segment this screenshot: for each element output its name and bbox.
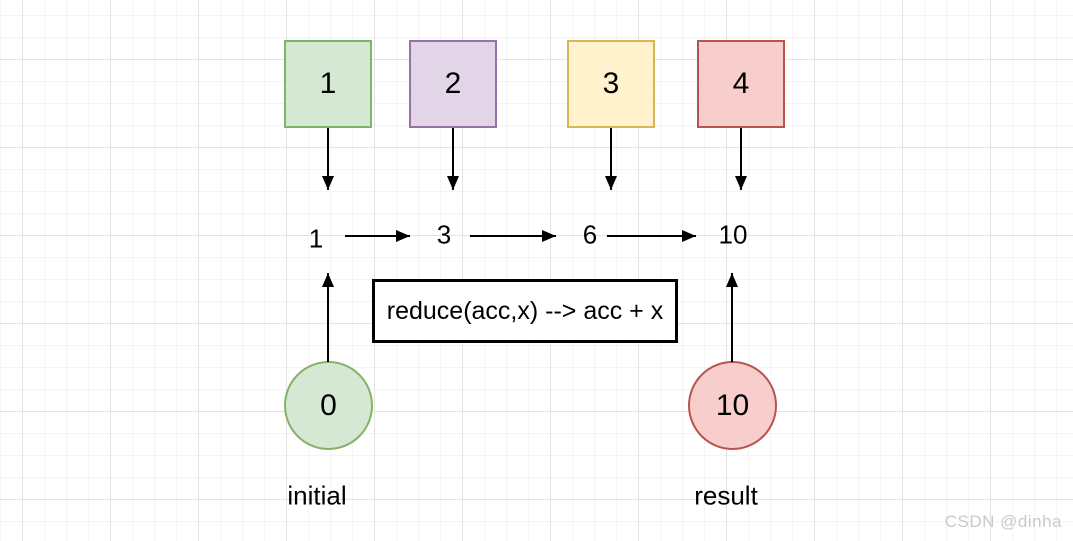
input-box-1-value: 1 [319,67,337,100]
accumulator-value-2: 3 [436,219,452,250]
result-value-circle: 10 [688,361,777,450]
reduce-function-box: reduce(acc,x) --> acc + x [372,279,678,343]
input-box-2-value: 2 [444,67,462,100]
accumulator-value-1: 1 [308,223,324,254]
input-box-1: 1 [284,40,372,128]
result-value: 10 [715,388,750,422]
input-box-4: 4 [697,40,785,128]
input-box-4-value: 4 [732,67,750,100]
reduce-expression: reduce(acc,x) --> acc + x [386,296,664,325]
accumulator-value-3: 6 [582,219,598,250]
result-label: result [694,480,758,511]
accumulator-value-4: 10 [718,219,748,250]
input-box-2: 2 [409,40,497,128]
initial-value-circle: 0 [284,361,373,450]
initial-label: initial [287,480,347,511]
input-box-3: 3 [567,40,655,128]
watermark: CSDN @dinha [944,512,1062,531]
initial-value: 0 [320,388,337,422]
input-box-3-value: 3 [602,67,620,100]
